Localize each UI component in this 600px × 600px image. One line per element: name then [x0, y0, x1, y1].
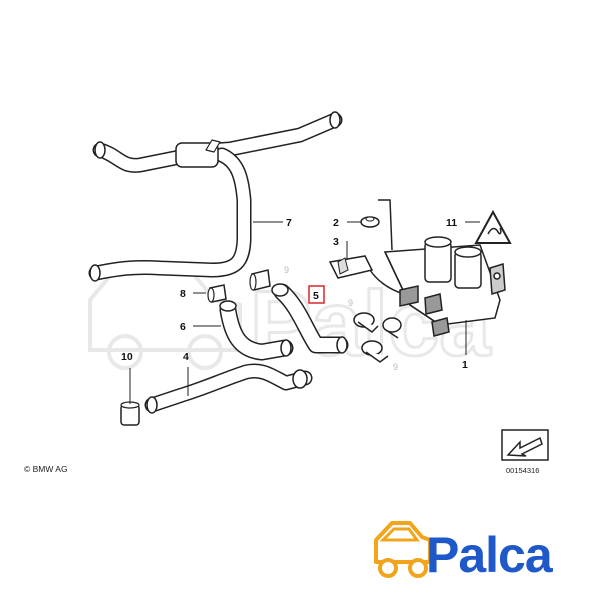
watermark-car-icon [88, 268, 242, 370]
part-9-clip-mid [382, 317, 402, 339]
callout-9-lower: 9 [393, 362, 398, 372]
leader-lines [129, 221, 480, 404]
callout-9-mid: 9 [348, 298, 353, 308]
direction-arrow-icon [501, 429, 549, 461]
part-11-warning-label [474, 209, 512, 244]
part-9-clip-upper [353, 312, 379, 333]
callout-5-highlight [308, 285, 325, 304]
part-code: 00154316 [506, 466, 539, 475]
part-5-hose [271, 283, 349, 354]
callout-1: 1 [462, 359, 468, 371]
callouts: 7 2 3 11 8 5 6 4 10 1 9 9 9 [121, 217, 468, 372]
part-8-sleeve [207, 284, 227, 303]
callout-7: 7 [286, 217, 292, 229]
callout-11: 11 [446, 217, 457, 229]
part-10-cap [120, 401, 140, 426]
part-3-bracket [328, 255, 374, 279]
part-6-hose [219, 300, 294, 361]
part-1-valve-block [369, 199, 506, 337]
callout-10: 10 [121, 351, 133, 363]
callout-8: 8 [180, 288, 186, 300]
callout-5: 5 [313, 290, 319, 302]
part-7-hose [88, 111, 343, 282]
car-icon [374, 521, 432, 578]
part-9-clip-lower [361, 340, 389, 363]
callout-4: 4 [183, 351, 189, 363]
part-4-hose [144, 363, 313, 414]
part-9-sleeve [249, 269, 271, 291]
callout-6: 6 [180, 321, 186, 333]
part-2-grommet [360, 216, 380, 228]
callout-2: 2 [333, 217, 339, 229]
brand-name: Palca [426, 527, 554, 583]
callout-9-upper: 9 [284, 265, 289, 275]
callout-3: 3 [333, 236, 339, 248]
copyright-text: © BMW AG [24, 464, 68, 474]
brand-logo: Palca [374, 521, 555, 583]
